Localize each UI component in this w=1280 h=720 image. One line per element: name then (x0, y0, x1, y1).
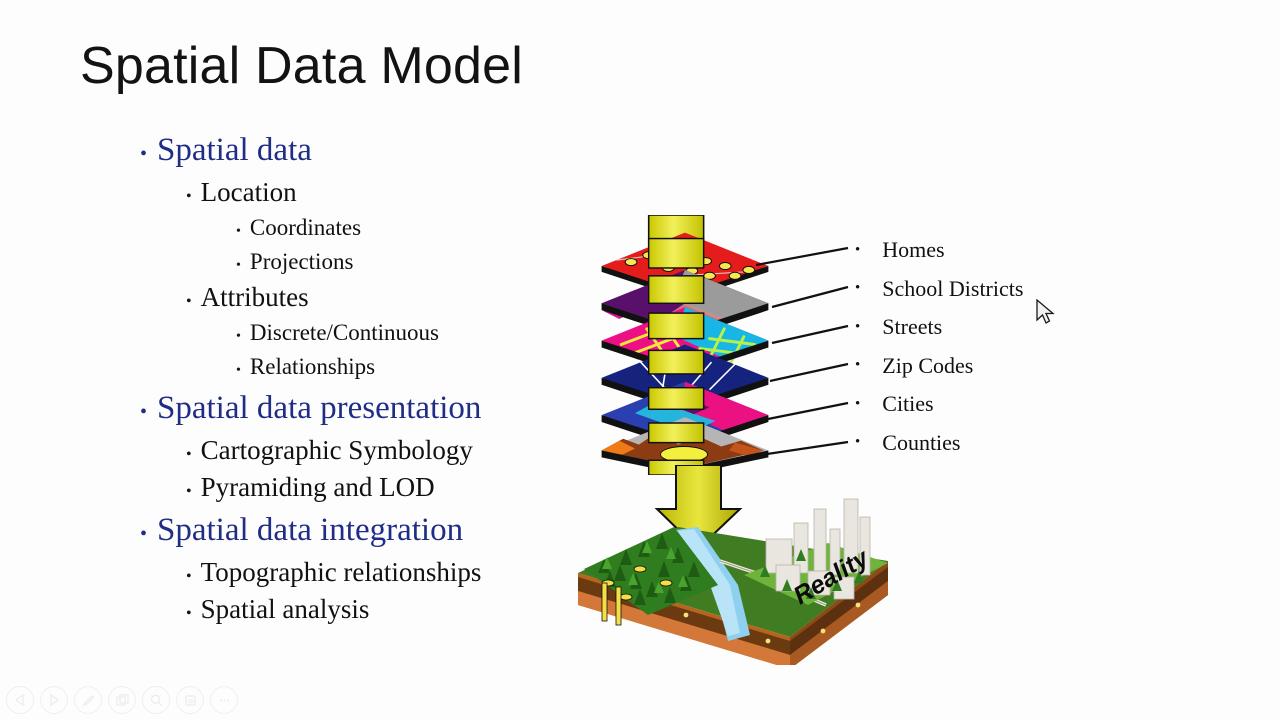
page-title: Spatial Data Model (80, 37, 523, 95)
outline-item-l2: • Cartographic Symbology (186, 432, 610, 469)
outline-item-l3: • Relationships (236, 350, 610, 384)
bullet-dot-icon: • (236, 258, 241, 273)
outline-text: Location (200, 177, 297, 207)
bullet-dot-icon: • (186, 605, 192, 622)
layer-zip-codes (601, 344, 769, 413)
outline-item-l1: • Spatial data integration (140, 506, 610, 554)
bullet-dot-icon: • (236, 363, 241, 378)
slide-outline: • Spatial data • Location • Coordinates … (140, 126, 610, 628)
outline-text: Cartographic Symbology (200, 435, 473, 465)
mouse-cursor-icon (1036, 299, 1055, 324)
bullet-dot-icon: • (140, 401, 148, 423)
outline-text: Spatial analysis (200, 594, 370, 624)
callout-item: • Cities (855, 385, 1023, 424)
layer-cities (601, 381, 769, 450)
layer-stack-illustration (601, 215, 769, 475)
bullet-dot-icon: • (186, 568, 192, 585)
callout-label: Homes (882, 237, 945, 263)
callout-item: • Homes (855, 231, 1023, 270)
previous-slide-button[interactable] (6, 686, 34, 714)
outline-text: Spatial data presentation (157, 390, 482, 426)
callout-item: • Counties (855, 424, 1023, 463)
bullet-dot-icon: • (855, 395, 861, 412)
bullet-dot-icon: • (186, 293, 192, 310)
outline-text: Relationships (249, 354, 376, 379)
callout-item: • Streets (855, 308, 1023, 347)
outline-item-l2: • Pyramiding and LOD (186, 469, 610, 506)
bullet-dot-icon: • (855, 241, 861, 258)
outline-item-l2: • Attributes (186, 279, 610, 316)
callout-label: School Districts (882, 275, 1024, 301)
bullet-dot-icon: • (140, 143, 148, 165)
bullet-dot-icon: • (186, 188, 192, 205)
zoom-button[interactable] (142, 686, 170, 714)
pen-icon (81, 694, 94, 706)
all-slides-button[interactable] (108, 686, 136, 714)
outline-item-l3: • Projections (236, 245, 610, 279)
callout-label: Zip Codes (882, 352, 974, 378)
callout-label: Streets (882, 314, 943, 340)
magnifier-icon (150, 694, 162, 706)
pen-tool-button[interactable] (74, 686, 102, 714)
presentation-toolbar[interactable] (6, 686, 238, 714)
bullet-dot-icon: • (855, 280, 861, 297)
outline-item-l3: • Discrete/Continuous (236, 316, 610, 350)
outline-item-l2: • Spatial analysis (186, 591, 610, 628)
notes-icon (184, 694, 196, 706)
triangle-left-icon (14, 693, 24, 707)
layer-counties (601, 417, 769, 475)
bullet-dot-icon: • (140, 523, 148, 545)
bullet-dot-icon: • (186, 483, 192, 500)
outline-text: Coordinates (249, 215, 362, 240)
bullet-dot-icon: • (855, 434, 861, 451)
outline-item-l2: • Topographic relationships (186, 554, 610, 591)
outline-item-l1: • Spatial data (140, 126, 610, 174)
callout-item: • Zip Codes (855, 347, 1023, 386)
triangle-right-icon (50, 693, 60, 707)
outline-text: Attributes (200, 282, 309, 312)
outline-item-l3: • Coordinates (236, 211, 610, 245)
bullet-dot-icon: • (236, 224, 241, 239)
more-options-button[interactable] (210, 686, 238, 714)
outline-item-l2: • Location (186, 174, 610, 211)
outline-text: Spatial data integration (157, 512, 464, 548)
layer-callout-list: • Homes • School Districts • Streets • Z… (855, 231, 1023, 462)
bullet-dot-icon: • (855, 318, 861, 335)
outline-item-l1: • Spatial data presentation (140, 384, 610, 432)
callout-label: Cities (882, 391, 934, 417)
ellipsis-icon (219, 699, 229, 701)
gis-layer-stack-diagram: • Homes • School Districts • Streets • Z… (560, 215, 1120, 675)
next-slide-button[interactable] (40, 686, 68, 714)
slides-icon (115, 693, 129, 706)
outline-text: Spatial data (157, 132, 312, 168)
outline-text: Projections (249, 249, 354, 274)
bullet-dot-icon: • (855, 357, 861, 374)
bullet-dot-icon: • (186, 446, 192, 463)
outline-text: Topographic relationships (200, 557, 482, 587)
outline-text: Discrete/Continuous (249, 320, 439, 345)
layer-streets (601, 307, 769, 375)
callout-item: • School Districts (855, 270, 1023, 309)
callout-label: Counties (882, 429, 961, 455)
layer-homes (601, 232, 769, 300)
outline-text: Pyramiding and LOD (200, 472, 435, 502)
notes-button[interactable] (176, 686, 204, 714)
bullet-dot-icon: • (236, 329, 241, 344)
reality-terrain-illustration: Reality (578, 465, 888, 665)
